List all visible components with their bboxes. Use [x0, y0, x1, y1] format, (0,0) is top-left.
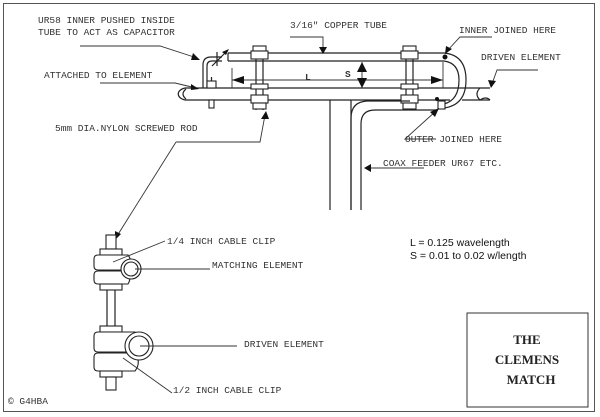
dim-S-label: S [345, 69, 351, 80]
label-driven-element-top: DRIVEN ELEMENT [481, 52, 561, 63]
title-box [466, 312, 589, 408]
label-outer-joined: OUTER JOINED HERE [405, 134, 502, 145]
label-quarter-clip: 1/4 INCH CABLE CLIP [167, 236, 276, 247]
driven-element-tube [177, 87, 491, 101]
label-capacitor-line1: UR58 INNER PUSHED INSIDE [38, 15, 175, 26]
dim-L-label: L [305, 72, 311, 83]
label-inner-joined: INNER JOINED HERE [459, 25, 556, 36]
label-half-clip: 1/2 INCH CABLE CLIP [173, 385, 282, 396]
label-capacitor-line2: TUBE TO ACT AS CAPACITOR [38, 27, 175, 38]
label-copper-tube: 3/16" COPPER TUBE [290, 20, 387, 31]
dimension-S: S [345, 62, 367, 88]
dimension-L: L [231, 62, 444, 88]
label-coax-feeder: COAX FEEDER UR67 ETC. [383, 158, 503, 169]
nylon-rod-left [250, 45, 269, 110]
attach-bolt [206, 77, 217, 109]
title-line-3: MATCH [507, 372, 556, 387]
capacitor-stub [202, 49, 229, 88]
coax-loop [435, 52, 467, 110]
note-L: L = 0.125 wavelength [410, 237, 510, 249]
copyright: © G4HBA [8, 396, 48, 407]
note-S: S = 0.01 to 0.02 w/length [410, 250, 527, 262]
label-driven-element-bottom: DRIVEN ELEMENT [244, 339, 324, 350]
clip-leaders [112, 240, 237, 394]
coax-feeder [329, 100, 438, 210]
label-nylon-rod: 5mm DIA.NYLON SCREWED ROD [55, 123, 198, 134]
diagram-frame [3, 3, 595, 412]
nylon-rod-right [400, 45, 419, 110]
title-line-2: CLEMENS [495, 352, 559, 367]
label-matching-element: MATCHING ELEMENT [212, 260, 304, 271]
label-attached: ATTACHED TO ELEMENT [44, 70, 153, 81]
title-line-1: THE [513, 332, 540, 347]
clip-assembly [93, 234, 154, 391]
leader-lines [80, 36, 538, 240]
